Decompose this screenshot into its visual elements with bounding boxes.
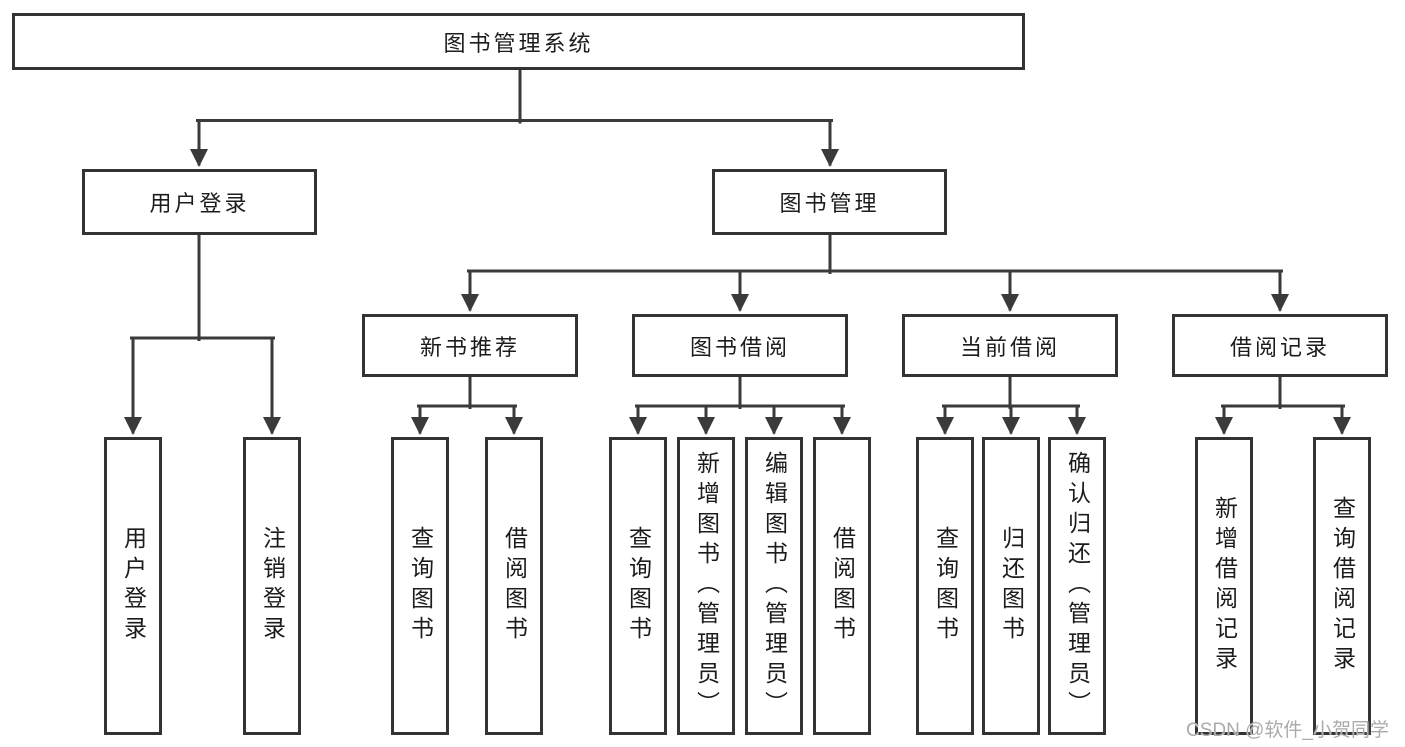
watermark: CSDN @软件_小贺同学: [1186, 720, 1389, 741]
leaf-label: 查询图书: [932, 526, 959, 646]
leaf-label: 注销登录: [259, 526, 286, 646]
borrowing-records-node: 借阅记录: [1172, 314, 1388, 377]
book-borrowing-node: 图书借阅: [632, 314, 848, 377]
leaf-recommend-query-books: 查询图书: [391, 437, 449, 735]
leaf-user-login: 用户登录: [104, 437, 162, 735]
leaf-label: 归还图书: [998, 526, 1025, 646]
user-login-node: 用户登录: [82, 169, 317, 235]
leaf-label: 查询图书: [625, 526, 652, 646]
leaf-label: 新增借阅记录: [1211, 496, 1238, 676]
leaf-borrow-query-books: 查询图书: [609, 437, 667, 735]
current-borrowing-node: 当前借阅: [902, 314, 1118, 377]
leaf-borrow-borrow-books: 借阅图书: [813, 437, 871, 735]
leaf-current-query-books: 查询图书: [916, 437, 974, 735]
leaf-query-borrow-record: 查询借阅记录: [1313, 437, 1371, 735]
new-book-recommendation-node: 新书推荐: [362, 314, 578, 377]
leaf-label: 借阅图书: [829, 526, 856, 646]
leaf-label: 编辑图书（管理员）: [761, 451, 788, 721]
leaf-label: 新增图书（管理员）: [693, 451, 720, 721]
leaf-label: 用户登录: [120, 526, 147, 646]
leaf-label: 借阅图书: [501, 526, 528, 646]
leaf-label: 确认归还（管理员）: [1064, 451, 1091, 721]
leaf-return-books: 归还图书: [982, 437, 1040, 735]
system-root-node: 图书管理系统: [12, 13, 1025, 70]
leaf-add-borrow-record: 新增借阅记录: [1195, 437, 1253, 735]
leaf-confirm-return-admin: 确认归还（管理员）: [1048, 437, 1106, 735]
leaf-label: 查询图书: [407, 526, 434, 646]
leaf-add-book-admin: 新增图书（管理员）: [677, 437, 735, 735]
leaf-label: 查询借阅记录: [1329, 496, 1356, 676]
leaf-edit-book-admin: 编辑图书（管理员）: [745, 437, 803, 735]
leaf-recommend-borrow-books: 借阅图书: [485, 437, 543, 735]
book-management-node: 图书管理: [712, 169, 947, 235]
leaf-logout: 注销登录: [243, 437, 301, 735]
